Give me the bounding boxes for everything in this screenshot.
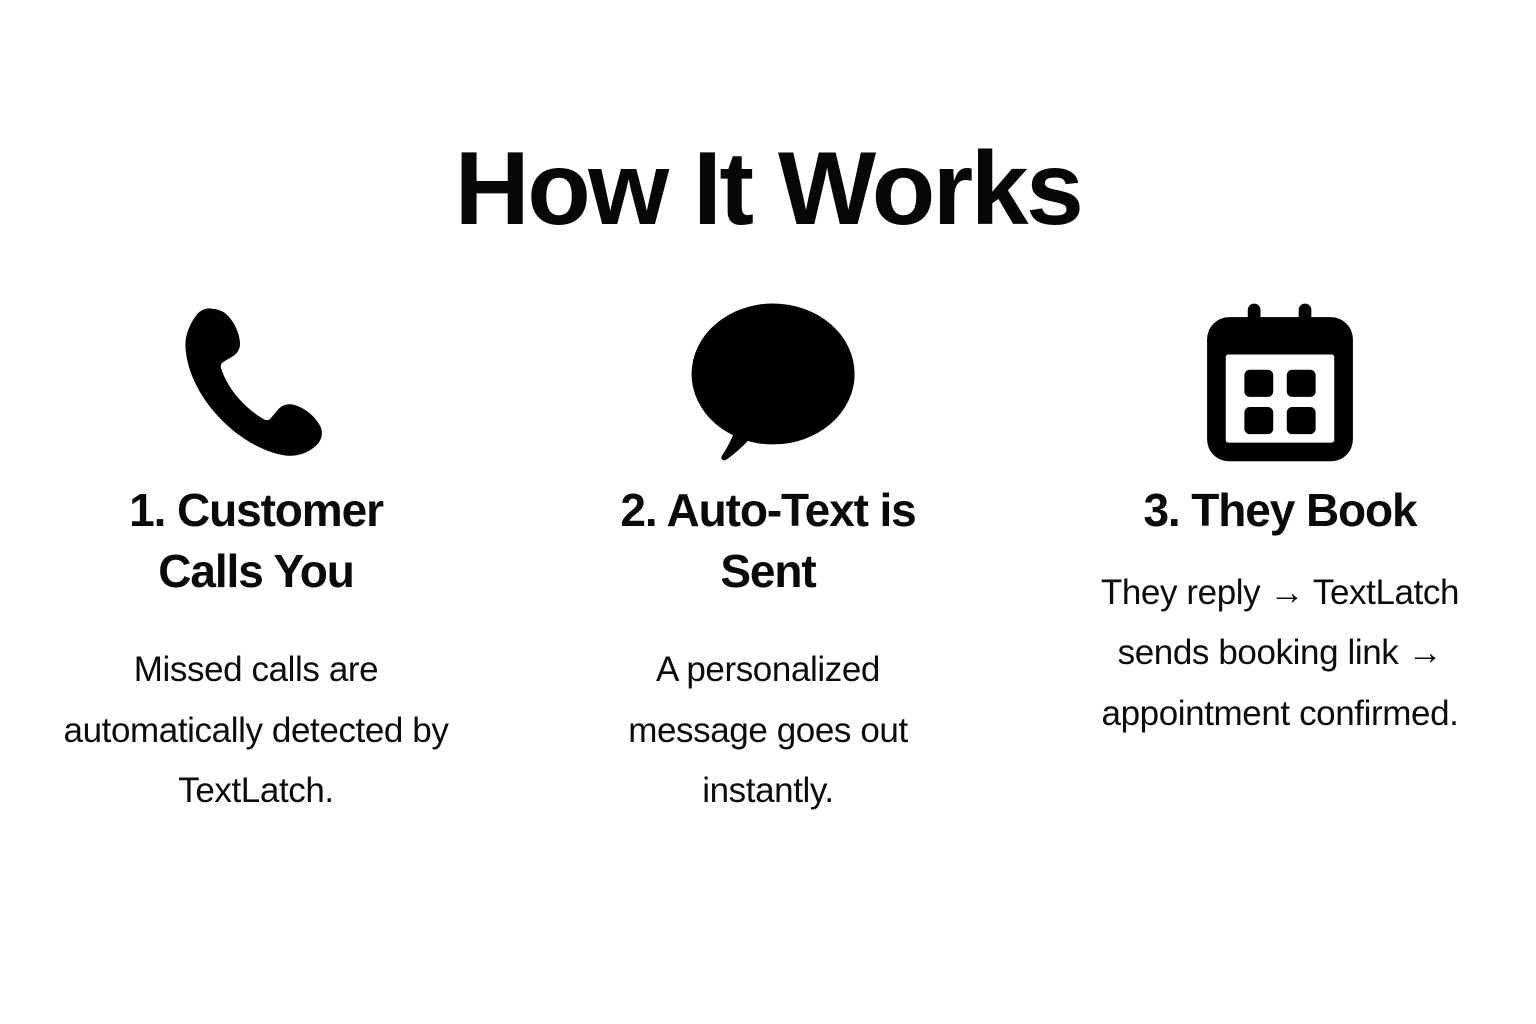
- step-card-1: 1. Customer Calls You Missed calls are a…: [0, 290, 512, 821]
- step-description: They reply → TextLatch sends booking lin…: [1100, 573, 1460, 733]
- page-title: How It Works: [454, 130, 1084, 247]
- phone-icon: [171, 290, 341, 480]
- steps-row: 1. Customer Calls You Missed calls are a…: [0, 290, 1536, 821]
- step-title: 3. They Book: [1143, 484, 1417, 536]
- step-description: Missed calls are automatically detected …: [63, 650, 449, 810]
- step-card-2: 2. Auto-Text is Sent A personalized mess…: [512, 290, 1024, 821]
- speech-bubble-icon: [678, 290, 858, 480]
- calendar-icon: [1202, 290, 1358, 480]
- step-description: A personalized message goes out instantl…: [628, 650, 908, 810]
- step-title: 1. Customer Calls You: [129, 484, 384, 598]
- step-title: 2. Auto-Text is Sent: [620, 484, 916, 598]
- step-card-3: 3. They Book They reply → TextLatch send…: [1024, 290, 1536, 744]
